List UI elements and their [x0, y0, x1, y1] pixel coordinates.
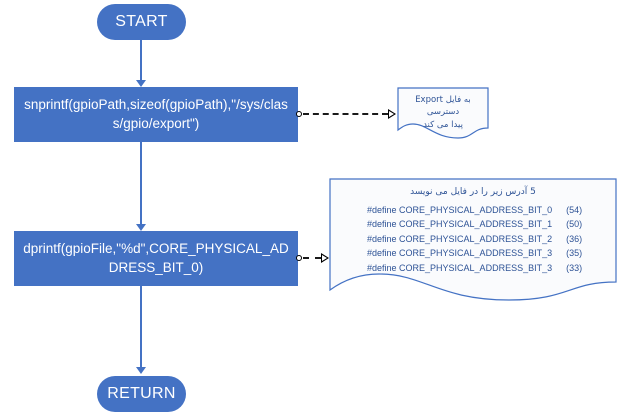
note-export-access: به فایل Export دسترسی پیدا می کند	[397, 87, 489, 139]
node-start[interactable]: START	[97, 4, 186, 40]
note-address-title: 5 آدرس زیر را در فایل می نویسد	[410, 187, 536, 197]
connector-snprintf-to-dprintf-arrow	[136, 224, 146, 231]
node-return[interactable]: RETURN	[97, 376, 186, 412]
connector-start-to-snprintf	[140, 40, 142, 82]
connector-dprintf-to-return	[140, 286, 142, 370]
note-address-shape	[329, 178, 617, 301]
callout-line-export	[303, 113, 388, 115]
note-export-text: به فایل Export دسترسی پیدا می کند	[397, 87, 489, 131]
define-keyword: #define	[367, 248, 397, 259]
define-value: (35)	[566, 248, 583, 259]
define-keyword: #define	[367, 219, 397, 230]
node-dprintf-label: dprintf(gpioFile,"%d",CORE_PHYSICAL_ADDR…	[23, 241, 289, 275]
node-return-label: RETURN	[107, 385, 176, 402]
define-row: #define CORE_PHYSICAL_ADDRESS_BIT_2 (36)	[367, 232, 607, 247]
callout-arrowhead-export	[388, 109, 396, 119]
callout-origin-dot-address	[296, 255, 302, 261]
note-address-defines: 5 آدرس زیر را در فایل می نویسد #define C…	[329, 178, 617, 304]
connector-snprintf-to-dprintf	[140, 142, 142, 227]
note-export-line-1: به فایل Export دسترسی	[415, 95, 471, 118]
callout-line-address	[303, 257, 321, 259]
define-value: (50)	[566, 219, 583, 230]
connector-dprintf-to-return-arrow	[136, 367, 146, 374]
define-name: CORE_PHYSICAL_ADDRESS_BIT_2	[396, 233, 553, 244]
define-keyword: #define	[367, 262, 397, 273]
define-name: CORE_PHYSICAL_ADDRESS_BIT_3	[396, 248, 553, 259]
define-value: (36)	[566, 233, 583, 244]
define-list: #define CORE_PHYSICAL_ADDRESS_BIT_0(54)#…	[339, 203, 607, 276]
note-address-text: 5 آدرس زیر را در فایل می نویسد #define C…	[329, 178, 617, 275]
note-export-line-2: پیدا می کند	[423, 119, 463, 130]
define-name: CORE_PHYSICAL_ADDRESS_BIT_1	[396, 219, 553, 230]
define-value: (33)	[566, 262, 583, 273]
node-snprintf-label: snprintf(gpioPath,sizeof(gpioPath),"/sys…	[24, 97, 288, 131]
note-export-shape	[397, 87, 489, 139]
node-dprintf[interactable]: dprintf(gpioFile,"%d",CORE_PHYSICAL_ADDR…	[14, 231, 298, 286]
callout-arrowhead-address	[321, 253, 329, 263]
connector-start-to-snprintf-arrow	[136, 80, 146, 87]
define-value: (54)	[566, 204, 583, 215]
define-keyword: #define	[367, 204, 397, 215]
define-name: CORE_PHYSICAL_ADDRESS_BIT_3	[396, 262, 553, 273]
define-row: #define CORE_PHYSICAL_ADDRESS_BIT_3 (35)	[367, 246, 607, 261]
node-snprintf[interactable]: snprintf(gpioPath,sizeof(gpioPath),"/sys…	[14, 87, 298, 142]
define-row: #define CORE_PHYSICAL_ADDRESS_BIT_0 (54)	[367, 203, 607, 218]
node-start-label: START	[115, 13, 168, 30]
define-row: #define CORE_PHYSICAL_ADDRESS_BIT_3 (33)	[367, 261, 607, 276]
define-keyword: #define	[367, 233, 397, 244]
define-row: #define CORE_PHYSICAL_ADDRESS_BIT_1 (50)	[367, 217, 607, 232]
define-name: CORE_PHYSICAL_ADDRESS_BIT_0	[396, 204, 553, 215]
callout-origin-dot-export	[296, 111, 302, 117]
